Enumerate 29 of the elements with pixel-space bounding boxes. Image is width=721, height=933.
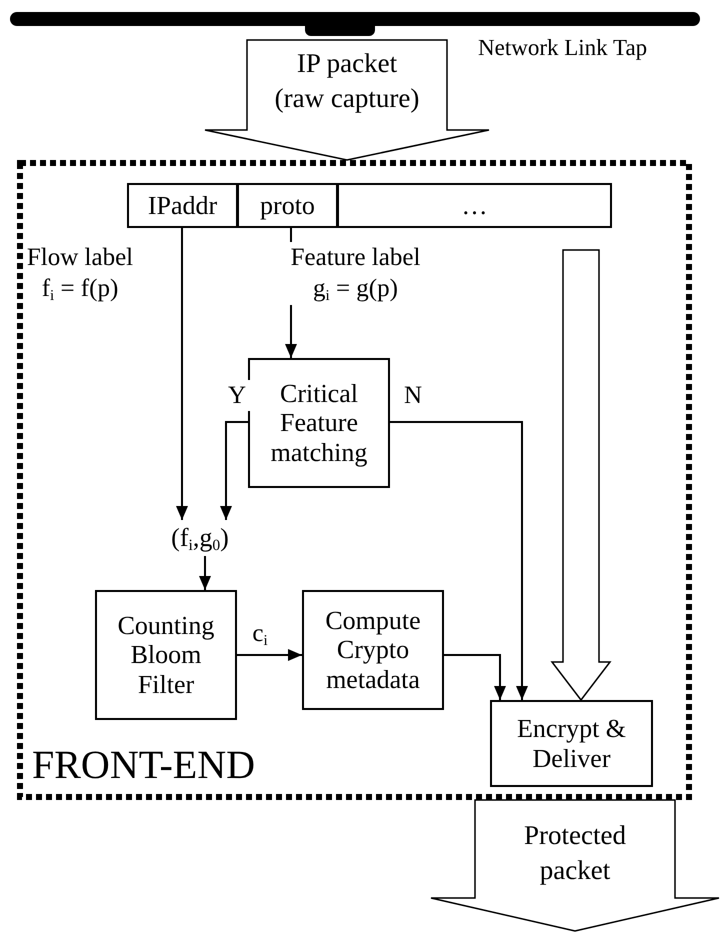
node-label: Encrypt & Deliver (516, 714, 628, 773)
arrow (176, 228, 188, 520)
header-field (127, 183, 238, 228)
header-field (237, 183, 338, 228)
node-label: Critical Feature matching (270, 379, 368, 467)
edge-label: Feature label g$_{i}$ = g(p) (288, 242, 423, 304)
process-box (248, 358, 390, 488)
process-box (490, 700, 653, 787)
process-box (95, 590, 237, 720)
block-arrow (430, 799, 720, 932)
node-label: Counting Bloom Filter (116, 611, 216, 699)
arrow (220, 421, 248, 520)
frame-title: FRONT-END (32, 741, 255, 788)
tap-label: Network Link Tap (478, 34, 648, 62)
block-arrow (550, 249, 612, 702)
edge-label: IP packet (raw capture) (274, 47, 420, 116)
node-label: IPaddr (148, 190, 218, 220)
node-label: … (462, 190, 488, 220)
header-field (337, 183, 612, 228)
arrow (237, 649, 302, 661)
block-arrow (204, 39, 490, 161)
node-label: Compute Crypto metadata (324, 606, 422, 694)
arrow (390, 421, 528, 700)
node-label: proto (260, 190, 315, 220)
edge-label: Protected packet (523, 819, 627, 888)
tuple-label: (f$_{i}$,g$_{0}$) (171, 523, 229, 553)
process-box (302, 590, 444, 710)
arrow (444, 654, 506, 700)
arrow (199, 556, 211, 590)
